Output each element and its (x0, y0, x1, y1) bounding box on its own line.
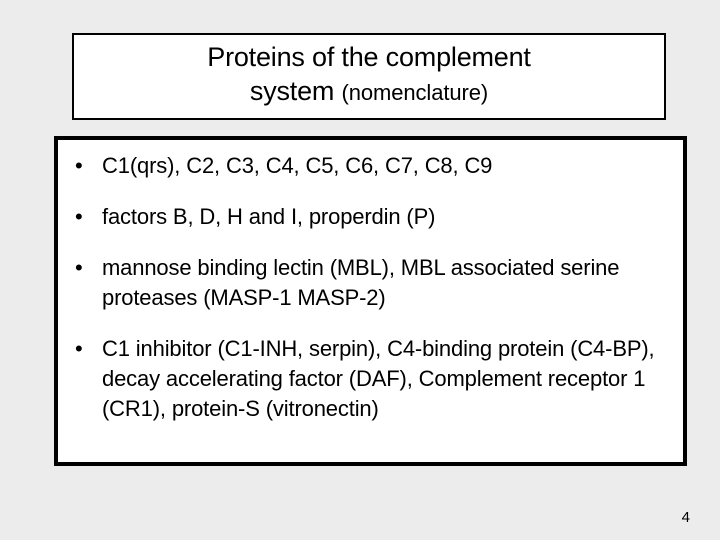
bullet-dot-icon: • (75, 336, 83, 361)
bullet-list: • C1(qrs), C2, C3, C4, C5, C6, C7, C8, C… (66, 151, 679, 424)
bullet-dot-icon: • (75, 204, 83, 229)
page-title-line-2-subtitle: (nomenclature) (341, 80, 489, 105)
list-item: • mannose binding lectin (MBL), MBL asso… (66, 253, 679, 313)
title-box: Proteins of the complement system (nomen… (72, 33, 666, 120)
content-box: • C1(qrs), C2, C3, C4, C5, C6, C7, C8, C… (54, 136, 687, 466)
page-title-line-1: Proteins of the complement (207, 42, 531, 72)
page-title-line-2-main: system (249, 76, 342, 106)
list-item-text: C1 inhibitor (C1-INH, serpin), C4-bindin… (102, 336, 655, 421)
list-item-text: factors B, D, H and I, properdin (P) (102, 204, 436, 229)
bullet-dot-icon: • (75, 153, 83, 178)
list-item-text: mannose binding lectin (MBL), MBL associ… (102, 255, 620, 310)
page-number: 4 (681, 509, 690, 526)
list-item: • C1 inhibitor (C1-INH, serpin), C4-bind… (66, 334, 679, 424)
list-item-text: C1(qrs), C2, C3, C4, C5, C6, C7, C8, C9 (102, 153, 493, 178)
page-title-line-2: system (nomenclature) (250, 74, 488, 113)
bullet-dot-icon: • (75, 255, 83, 280)
list-item: • C1(qrs), C2, C3, C4, C5, C6, C7, C8, C… (66, 151, 679, 181)
list-item: • factors B, D, H and I, properdin (P) (66, 202, 679, 232)
